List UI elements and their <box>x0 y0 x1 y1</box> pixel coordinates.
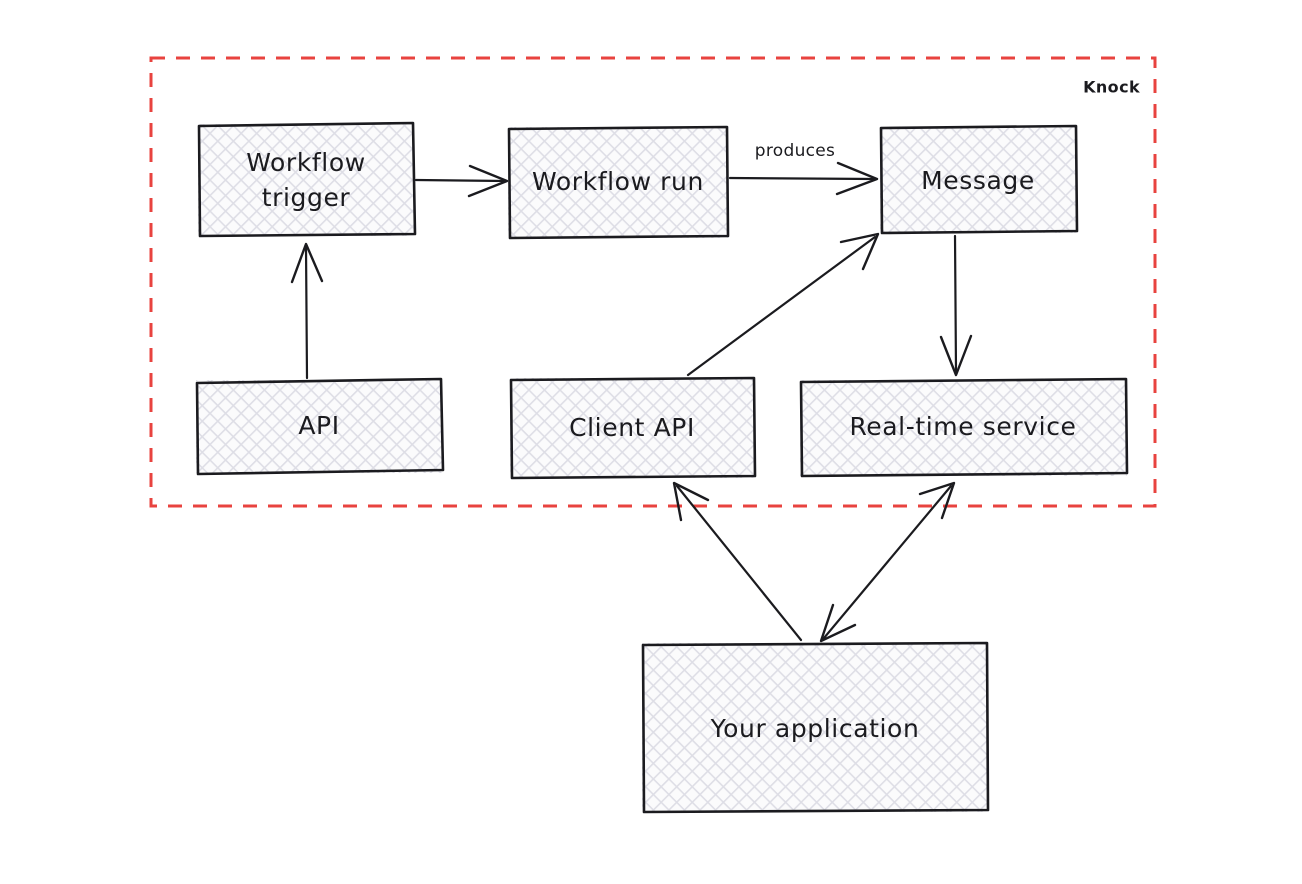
edge-app-realtime-arrowhead-up <box>918 481 956 520</box>
node-workflow-trigger-outline <box>197 121 417 238</box>
edge-app-to-clientapi <box>672 481 803 642</box>
node-client-api-outline <box>509 376 757 480</box>
edge-api-to-trigger-line <box>304 245 309 380</box>
node-client-api[interactable]: Client API <box>509 376 757 480</box>
node-workflow-trigger-fill <box>198 124 414 236</box>
node-message-fill <box>880 127 1077 233</box>
edge-app-realtime-bidirectional <box>819 481 956 643</box>
edge-api-to-trigger-arrowhead <box>290 242 324 284</box>
node-your-application-fill <box>642 643 988 812</box>
edge-trigger-to-run <box>414 164 509 198</box>
edge-app-to-clientapi-line <box>675 484 803 642</box>
node-workflow-run[interactable]: Workflow run <box>507 125 730 240</box>
edge-trigger-to-run-arrowhead <box>467 164 509 198</box>
knock-group-boundary: Knock <box>149 56 1157 508</box>
node-client-api-fill <box>510 378 755 478</box>
edge-message-to-realtime-arrowhead <box>939 334 973 377</box>
edge-message-to-realtime-line <box>953 234 958 373</box>
edge-trigger-to-run-line <box>414 178 507 183</box>
node-api[interactable]: API <box>195 377 445 476</box>
edge-app-realtime-line <box>822 484 953 640</box>
edge-run-to-message-arrowhead <box>835 161 879 196</box>
node-real-time-service-fill <box>800 380 1127 476</box>
edge-app-realtime-arrowhead-down <box>819 603 857 643</box>
node-api-label: API <box>298 411 339 440</box>
node-api-outline <box>195 377 445 476</box>
edge-app-to-clientapi-arrowhead <box>672 481 710 522</box>
node-workflow-trigger[interactable]: Workflow trigger <box>197 121 417 238</box>
edge-message-to-realtime <box>939 234 973 377</box>
node-your-application-label: Your application <box>710 714 920 743</box>
edge-clientapi-to-message-arrowhead <box>839 232 880 271</box>
edge-run-to-message: produces <box>728 141 879 196</box>
node-message-outline <box>879 124 1079 235</box>
node-real-time-service[interactable]: Real-time service <box>799 377 1129 478</box>
node-your-application[interactable]: Your application <box>641 641 990 814</box>
node-workflow-run-outline <box>507 125 730 240</box>
node-workflow-run-label: Workflow run <box>532 167 704 196</box>
node-workflow-trigger-label-line1: Workflow <box>246 148 366 177</box>
node-workflow-run-fill <box>508 127 728 238</box>
edge-run-to-message-line <box>728 176 877 181</box>
node-workflow-trigger-label-line2: trigger <box>262 183 351 212</box>
node-message[interactable]: Message <box>879 124 1079 235</box>
node-real-time-service-outline <box>799 377 1129 478</box>
node-your-application-outline <box>641 641 990 814</box>
edge-run-to-message-label: produces <box>755 141 835 161</box>
node-api-fill <box>196 380 442 473</box>
node-message-label: Message <box>921 166 1035 195</box>
edge-clientapi-to-message <box>686 232 880 377</box>
node-real-time-service-label: Real-time service <box>849 412 1076 441</box>
edge-clientapi-to-message-line <box>686 235 877 377</box>
edge-api-to-trigger <box>290 242 324 380</box>
node-client-api-label: Client API <box>569 413 695 442</box>
knock-group-label: Knock <box>1083 78 1140 97</box>
